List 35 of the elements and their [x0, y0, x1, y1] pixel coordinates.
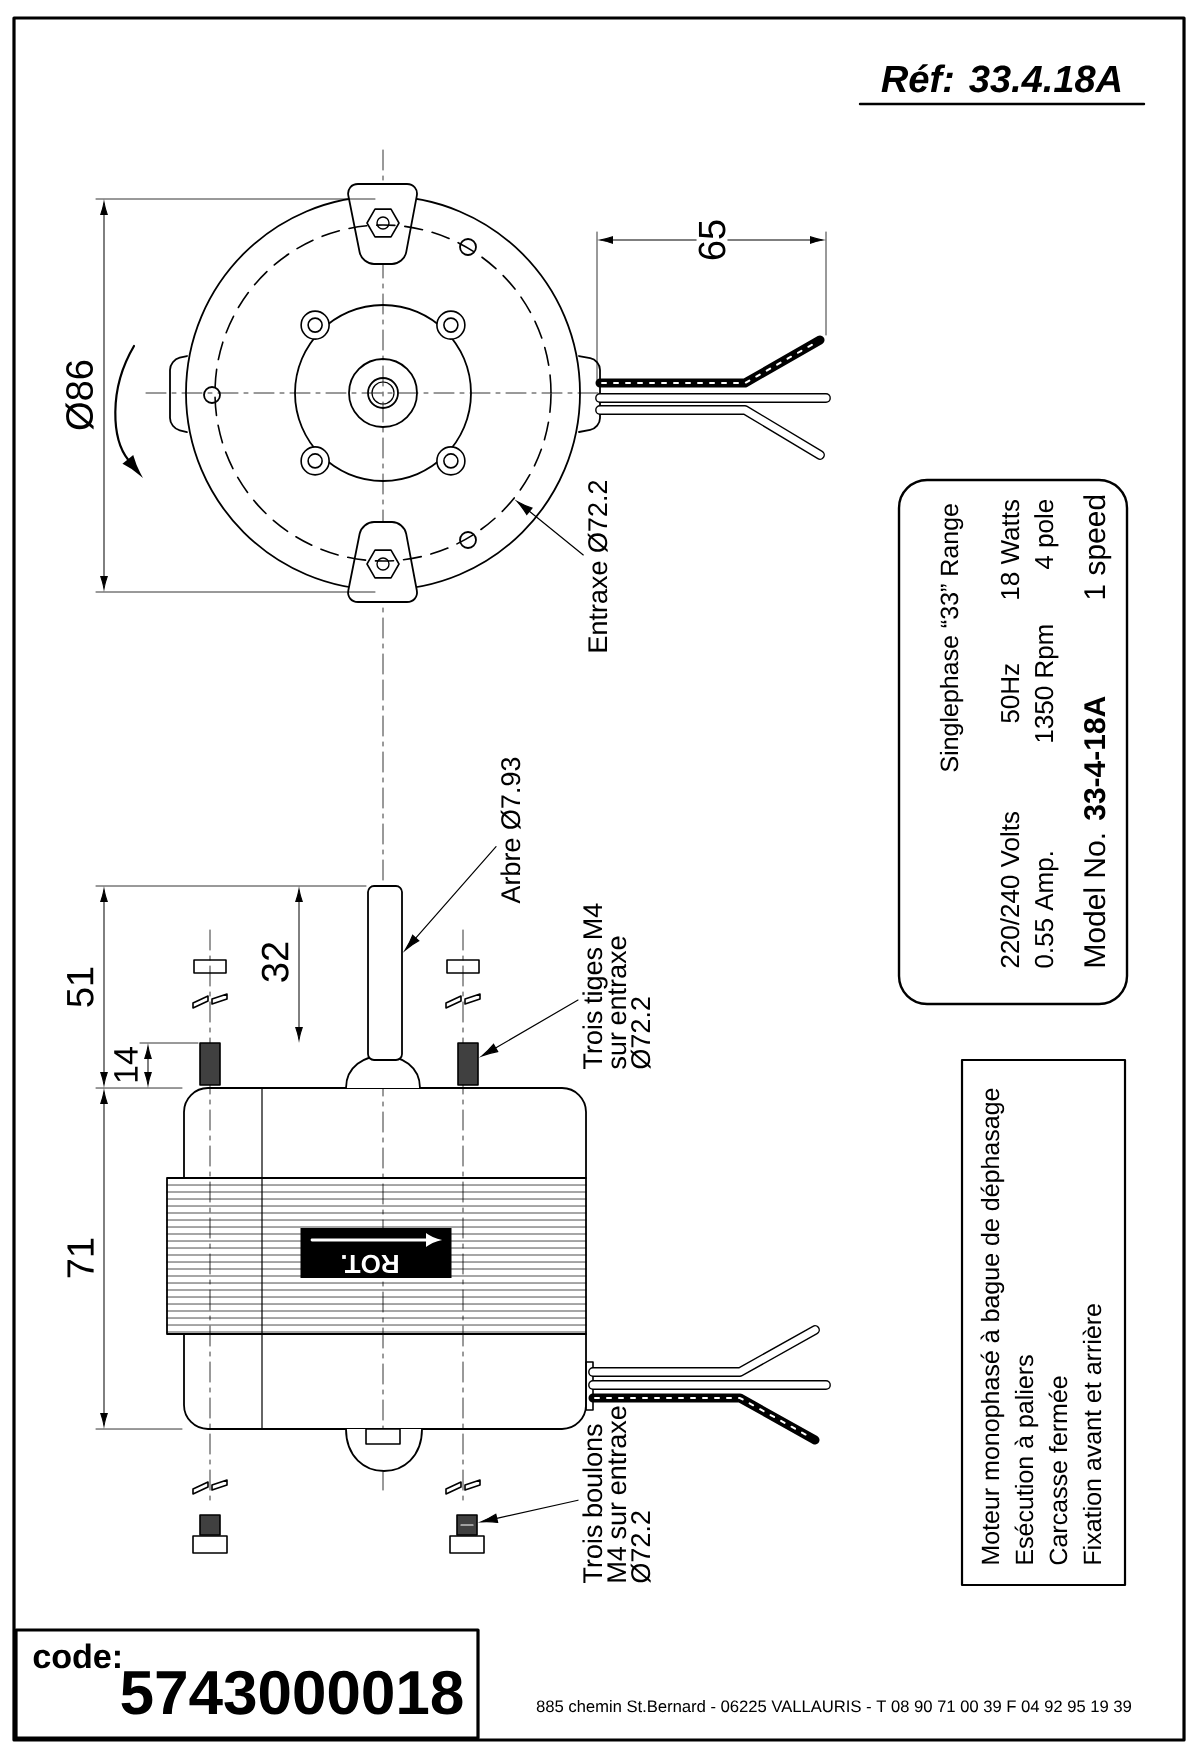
- leader-line: [481, 999, 579, 1057]
- description-text: Moteur monophasé à bague de déphasage: [980, 1088, 1005, 1564]
- plate-text: 0.55 Amp.: [1034, 852, 1059, 968]
- description-text: Carcasse fermée: [1048, 1376, 1068, 1565]
- plate-text: 220/240 Volts: [1000, 812, 1020, 968]
- dimension-label: 32: [261, 942, 289, 982]
- plate-text: 1 speed: [1083, 495, 1112, 599]
- plate-text: 50Hz: [1000, 664, 1020, 723]
- plate-text: Singlephase “33” Range: [939, 504, 964, 772]
- dimension-label: 71: [67, 1238, 94, 1278]
- description-text: Fixation avant et arrière: [1082, 1304, 1102, 1564]
- leader-label: Arbre Ø7.93: [500, 757, 521, 904]
- leader-line: [404, 846, 497, 951]
- leader-line: [516, 500, 584, 556]
- dimension-label: 51: [67, 967, 94, 1007]
- title: Réf: 33.4.18A: [858, 64, 1146, 106]
- leader-line: [480, 1499, 579, 1523]
- dimension-label: Ø86: [65, 360, 94, 430]
- plate-text: 18 Watts: [1000, 499, 1020, 599]
- code-number: 5743000018: [121, 1670, 463, 1715]
- leader-label: Entraxe Ø72.2: [587, 480, 608, 652]
- dimension-label: 65: [696, 216, 728, 264]
- address-text: 885 chemin St.Bernard - 06225 VALLAURIS - T 08 90 71 00 39 F 04 92 95 19 39: [536, 1700, 1131, 1713]
- threaded-stud: [457, 1042, 479, 1086]
- leader-label: Trois boulons M4 sur entraxe Ø72.2: [582, 1406, 651, 1583]
- plate-text: 4 pole: [1034, 499, 1059, 569]
- leader-label: Trois tiges M4 sur entraxe Ø72.2: [582, 903, 651, 1069]
- dimension-label: 14: [114, 1047, 138, 1082]
- bolt-circle: [214, 224, 552, 562]
- plate-text: Model No. 33-4-18A: [1083, 696, 1106, 967]
- rotation-label: ROT.: [300, 1228, 452, 1278]
- description-text: Esécution à paliers: [1014, 1355, 1039, 1564]
- bolt: [449, 1514, 485, 1554]
- plate-text: 1350 Rpm: [1034, 625, 1059, 742]
- code-label: code:: [33, 1643, 120, 1669]
